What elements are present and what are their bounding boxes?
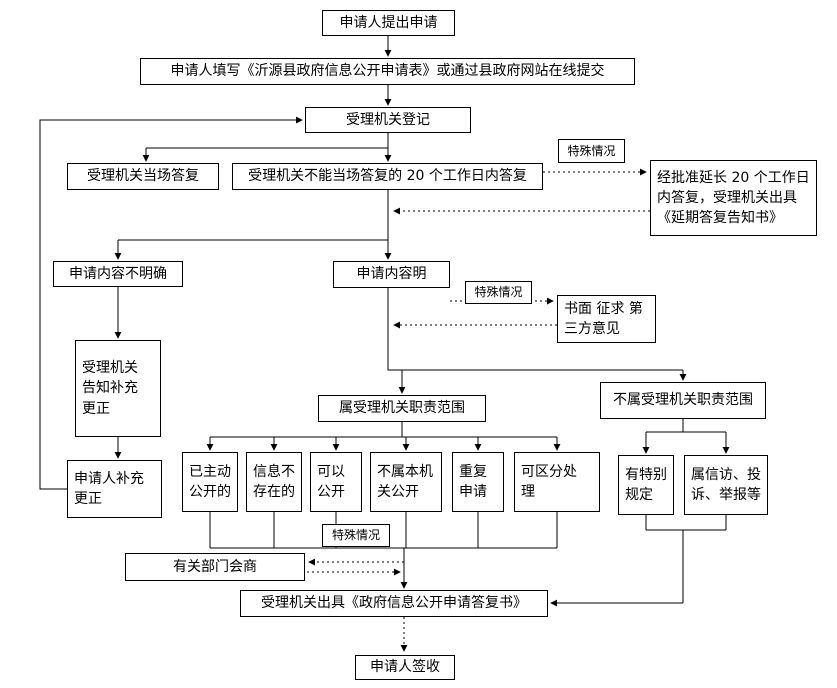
- node-notify-supplement: 受理机关 告知补充 更正: [75, 340, 161, 437]
- node-register: 受理机关登记: [305, 107, 471, 133]
- node-third-party-opinion: 书面 征求 第 三方意见: [557, 295, 656, 343]
- node-extension-notice: 经批准延长 20 个工作日 内答复，受理机关出具 《延期答复告知书》: [650, 160, 817, 236]
- node-fill-form: 申请人填写《沂源县政府信息公开申请表》或通过县政府网站在线提交: [140, 58, 635, 85]
- node-department-consultation: 有关部门会商: [125, 553, 305, 581]
- node-info-not-exist: 信息不 存在的: [246, 452, 302, 512]
- node-submit-application: 申请人提出申请: [322, 10, 455, 36]
- node-out-of-scope: 不属受理机关职责范围: [600, 382, 766, 419]
- node-repeat-request: 重复 申请: [452, 452, 504, 512]
- node-can-disclose: 可以 公开: [310, 452, 362, 512]
- node-in-scope: 属受理机关职责范围: [318, 395, 486, 422]
- node-separable-handling: 可区分处 理: [514, 452, 600, 512]
- node-special-provisions: 有特别 规定: [618, 455, 674, 515]
- node-applicant-sign: 申请人签收: [355, 655, 455, 680]
- node-other-authority: 不属本机 关公开: [370, 452, 442, 512]
- node-special-case-1: 特殊情况: [558, 139, 625, 163]
- node-already-disclosed: 已主动 公开的: [182, 452, 238, 512]
- node-special-case-2: 特殊情况: [465, 281, 532, 304]
- node-reply-document: 受理机关出具《政府信息公开申请答复书》: [240, 590, 548, 617]
- node-content-unclear: 申请内容不明确: [53, 261, 183, 287]
- node-content-clear: 申请内容明: [333, 261, 450, 288]
- node-applicant-supplement: 申请人补充 更正: [67, 460, 162, 518]
- node-petition-complaint: 属信访、投 诉、举报等: [684, 455, 768, 515]
- node-onsite-reply: 受理机关当场答复: [67, 163, 219, 190]
- node-special-case-3: 特殊情况: [322, 524, 390, 547]
- node-delayed-reply: 受理机关不能当场答复的 20 个工作日内答复: [232, 163, 543, 190]
